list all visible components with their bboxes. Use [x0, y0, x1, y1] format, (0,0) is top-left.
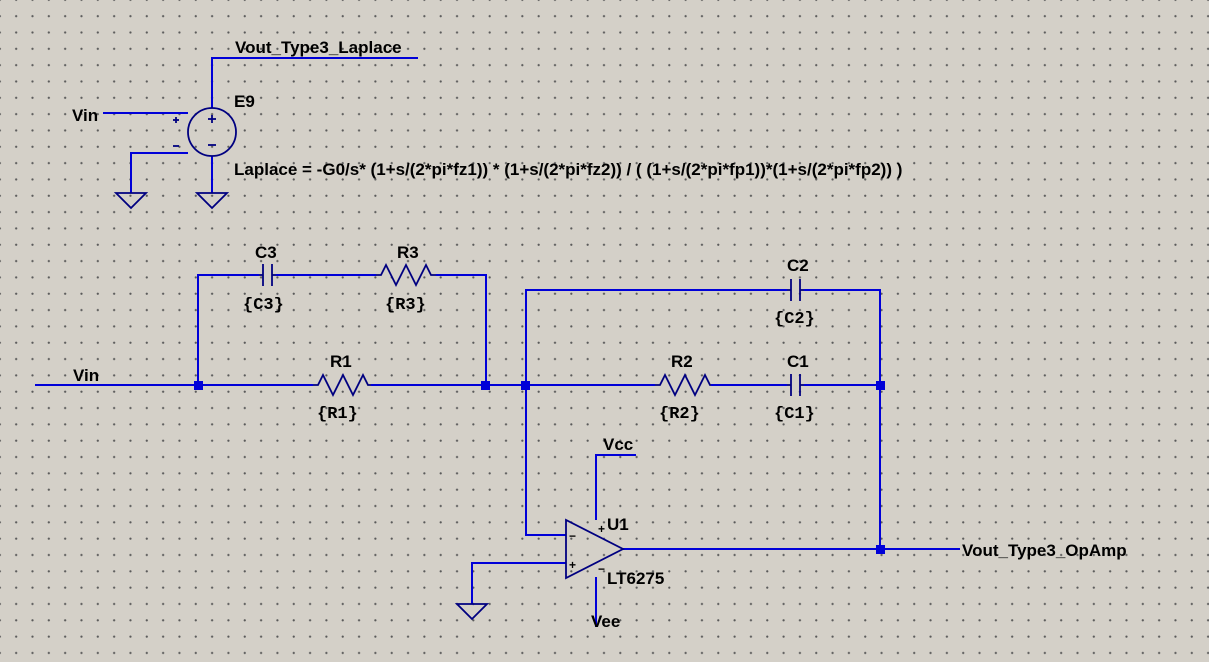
r3-name: R3 — [397, 243, 419, 262]
c3-name: C3 — [255, 243, 277, 262]
resistor-r3[interactable] — [376, 262, 436, 288]
r1-name: R1 — [330, 352, 352, 371]
netlabel-vin-bottom[interactable]: Vin — [73, 366, 99, 385]
u1-model[interactable]: LT6275 — [607, 569, 664, 588]
opamp-inverting-sign: − — [569, 529, 576, 543]
r2-value[interactable]: {R2} — [659, 405, 700, 424]
netlabel-vee[interactable]: Vee — [591, 612, 620, 631]
c1-value[interactable]: {C1} — [774, 405, 815, 424]
ground-symbol-left — [113, 192, 149, 210]
opamp-noninverting-sign: + — [569, 558, 576, 572]
capacitor-c3[interactable] — [259, 264, 276, 286]
opamp-vee-sign: − — [598, 562, 605, 576]
u1-name: U1 — [607, 515, 629, 534]
resistor-r2[interactable] — [655, 372, 711, 398]
netlabel-vcc[interactable]: Vcc — [603, 435, 633, 454]
wires-e9[interactable] — [103, 57, 418, 193]
resistor-r1[interactable] — [313, 372, 371, 398]
netlabel-vin-top[interactable]: Vin — [72, 106, 98, 125]
e9-source[interactable] — [173, 107, 237, 157]
capacitor-c2[interactable] — [787, 279, 804, 301]
e9-name: E9 — [234, 92, 255, 111]
opamp-u1[interactable] — [565, 518, 625, 580]
capacitor-c1[interactable] — [787, 374, 804, 396]
c2-value[interactable]: {C2} — [774, 310, 815, 329]
e9-laplace-expression: Laplace = -G0/s* (1+s/(2*pi*fz1)) * (1+s… — [234, 160, 902, 179]
c2-name: C2 — [787, 256, 809, 275]
ground-symbol-opamp — [454, 603, 490, 621]
netlabel-vout-laplace[interactable]: Vout_Type3_Laplace — [235, 38, 402, 57]
c3-value[interactable]: {C3} — [243, 296, 284, 315]
opamp-vcc-sign: + — [598, 522, 605, 536]
junction-dots — [194, 381, 885, 554]
netlabel-vout-opamp[interactable]: Vout_Type3_OpAmp — [962, 541, 1127, 560]
c1-name: C1 — [787, 352, 809, 371]
r2-name: R2 — [671, 352, 693, 371]
r1-value[interactable]: {R1} — [317, 405, 358, 424]
ground-symbol-right — [194, 192, 230, 210]
wires-network[interactable] — [35, 274, 960, 627]
r3-value[interactable]: {R3} — [385, 296, 426, 315]
